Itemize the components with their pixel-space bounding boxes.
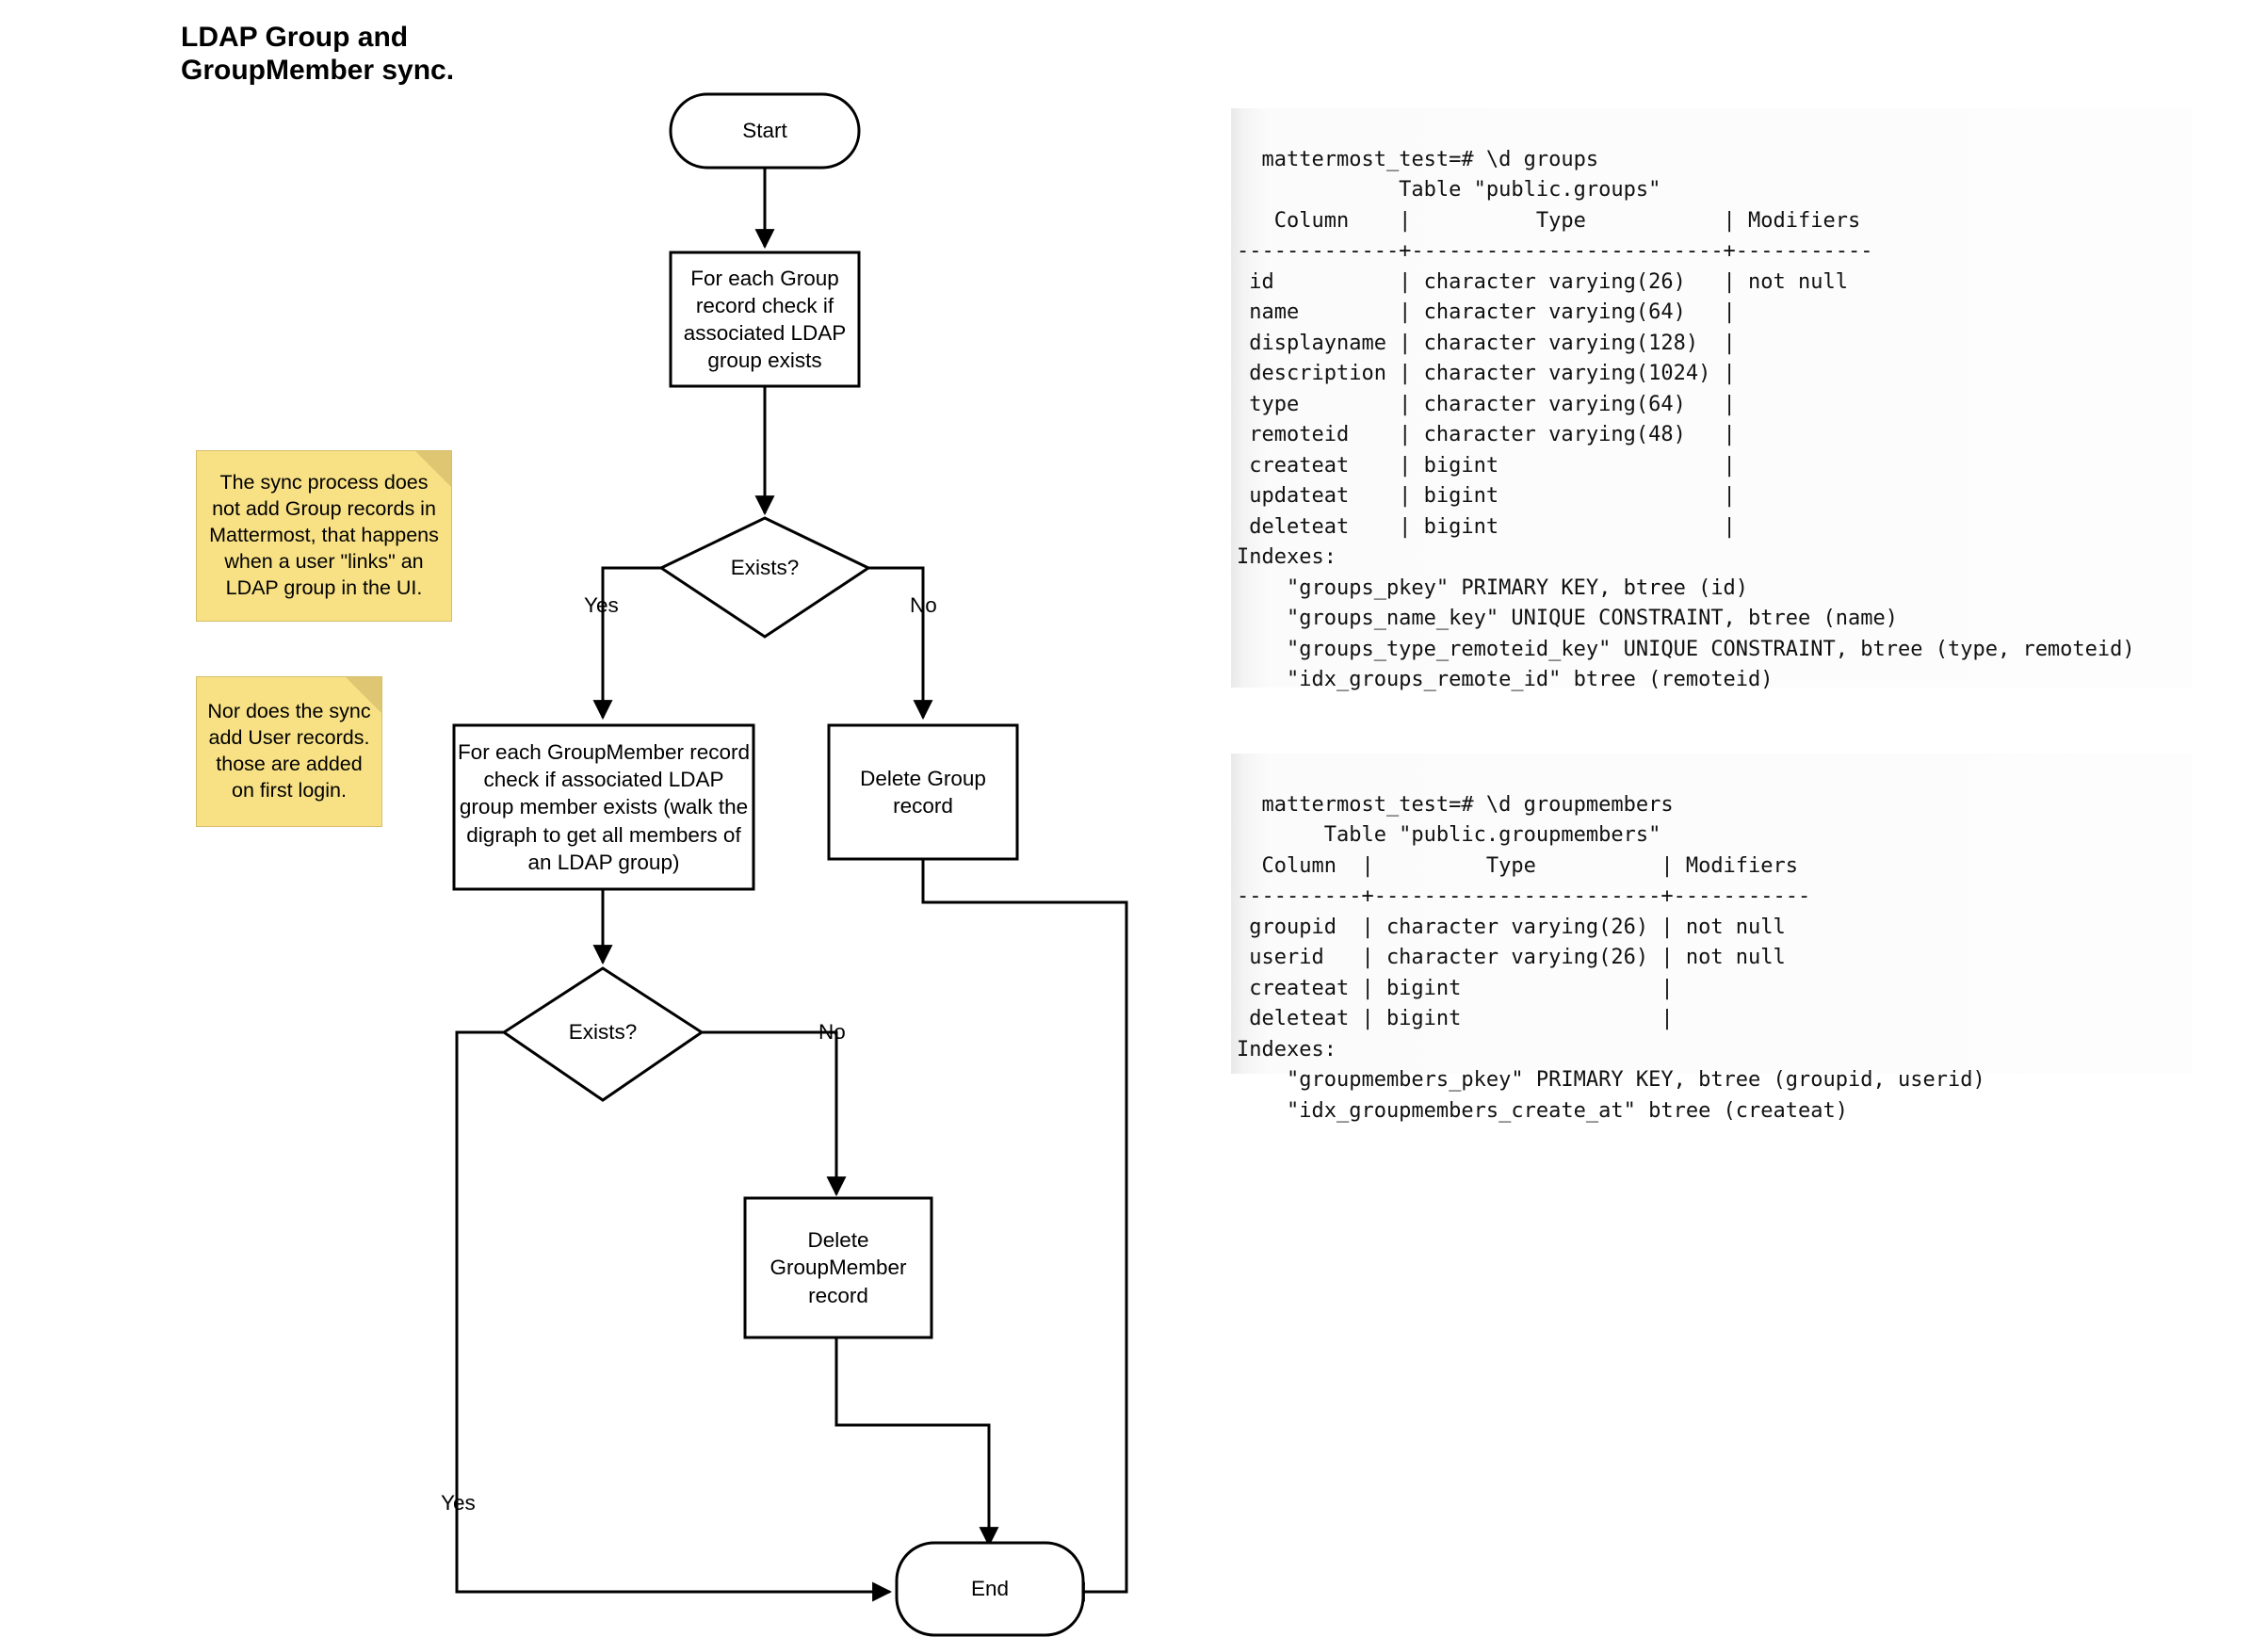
page-title: LDAP Group and GroupMember sync. — [181, 22, 455, 87]
terminal-output-groupmembers: mattermost_test=# \d groupmembers Table … — [1231, 754, 2192, 1123]
node-check-group-shape — [669, 251, 861, 388]
sticky-note-group-records: The sync process does not add Group reco… — [196, 450, 452, 622]
terminal-cursor-groups: _ — [1462, 662, 1475, 686]
node-delete-group-shape — [827, 723, 1019, 861]
edge-label-group-no: No — [910, 593, 937, 617]
edge-label-member-yes: Yes — [441, 1491, 476, 1515]
sticky-note-user-records: Nor does the sync add User records. thos… — [196, 676, 382, 827]
sticky-note-text: The sync process does not add Group reco… — [209, 471, 439, 599]
edge-exists-group-yes — [592, 566, 661, 721]
terminal-text: mattermost_test=# \d groupmembers Table … — [1237, 792, 1985, 1123]
sticky-note-text: Nor does the sync add User records. thos… — [207, 700, 371, 802]
node-exists-group-shape — [657, 516, 872, 639]
edge-delete-group-to-end — [921, 859, 1128, 1602]
node-start-shape — [669, 92, 861, 170]
edge-exists-group-no — [868, 566, 933, 721]
node-check-member-shape — [452, 723, 755, 891]
node-end-shape — [895, 1541, 1085, 1637]
node-exists-member-shape — [501, 966, 705, 1102]
edge-exists-member-yes — [455, 1030, 893, 1602]
edge-label-member-no: No — [818, 1020, 846, 1044]
terminal-output-groups: mattermost_test=# \d groups Table "publi… — [1231, 108, 2192, 691]
edge-delete-member-to-end — [834, 1337, 999, 1548]
edge-label-group-yes: Yes — [584, 593, 619, 617]
edge-exists-member-no — [702, 1030, 847, 1197]
terminal-text: mattermost_test=# \d groups Table "publi… — [1237, 147, 2135, 692]
node-delete-member-shape — [743, 1196, 933, 1339]
